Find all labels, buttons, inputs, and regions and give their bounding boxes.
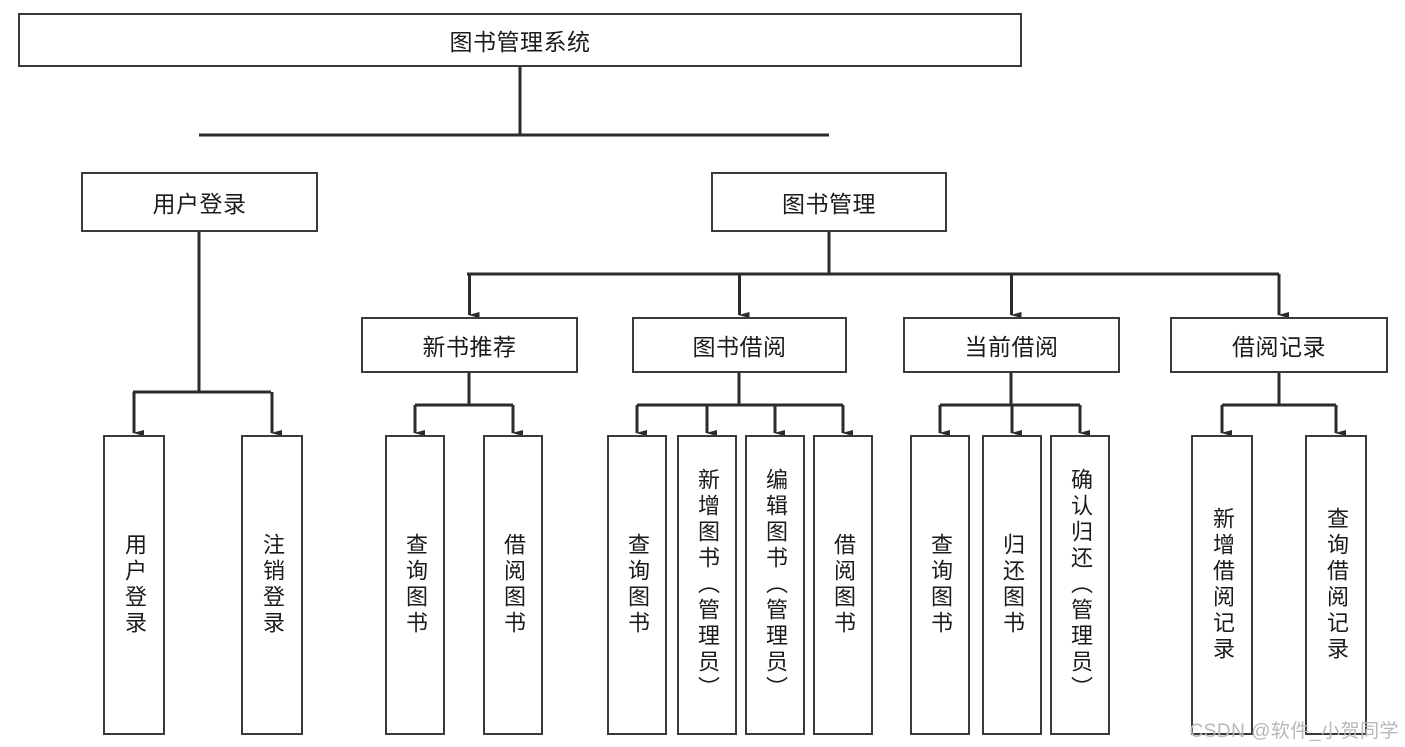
node-leaf-query-book-current[interactable]: 查询图书 — [910, 435, 970, 735]
watermark-label: CSDN @软件_小贺同学 — [1189, 721, 1399, 742]
node-label: 确认归还（管理员） — [1068, 468, 1093, 702]
node-new-book-recommend[interactable]: 新书推荐 — [361, 317, 578, 373]
node-label: 注销登录 — [260, 533, 285, 637]
node-leaf-add-book[interactable]: 新增图书（管理员） — [677, 435, 737, 735]
node-user-login[interactable]: 用户登录 — [81, 172, 318, 232]
node-leaf-query-book-rec[interactable]: 查询图书 — [385, 435, 445, 735]
node-label: 图书借阅 — [692, 334, 787, 360]
node-label: 图书管理 — [782, 191, 876, 217]
node-leaf-borrow-book[interactable]: 借阅图书 — [813, 435, 873, 735]
node-leaf-query-record[interactable]: 查询借阅记录 — [1305, 435, 1367, 735]
node-label: 编辑图书（管理员） — [763, 468, 788, 702]
node-label: 借阅图书 — [501, 533, 526, 637]
node-leaf-add-record[interactable]: 新增借阅记录 — [1191, 435, 1253, 735]
node-label: 查询图书 — [403, 533, 428, 637]
node-label: 新增借阅记录 — [1210, 507, 1235, 663]
node-leaf-edit-book[interactable]: 编辑图书（管理员） — [745, 435, 805, 735]
node-book-borrow[interactable]: 图书借阅 — [632, 317, 847, 373]
node-label: 借阅记录 — [1232, 334, 1326, 360]
node-leaf-confirm-return[interactable]: 确认归还（管理员） — [1050, 435, 1110, 735]
node-label: 查询图书 — [928, 533, 953, 637]
node-root[interactable]: 图书管理系统 — [18, 13, 1022, 67]
node-label: 查询借阅记录 — [1324, 507, 1349, 663]
node-label: 借阅图书 — [831, 533, 856, 637]
node-label: 用户登录 — [122, 533, 147, 637]
node-label: 新书推荐 — [422, 334, 517, 360]
node-label: 当前借阅 — [964, 334, 1059, 360]
node-label: 新增图书（管理员） — [695, 468, 720, 702]
node-label: 用户登录 — [152, 191, 247, 217]
node-leaf-borrow-book-rec[interactable]: 借阅图书 — [483, 435, 543, 735]
node-label: 查询图书 — [625, 533, 650, 637]
node-book-manage[interactable]: 图书管理 — [711, 172, 947, 232]
node-leaf-logout[interactable]: 注销登录 — [241, 435, 303, 735]
node-leaf-query-book-borrow[interactable]: 查询图书 — [607, 435, 667, 735]
node-current-borrow[interactable]: 当前借阅 — [903, 317, 1120, 373]
node-label: 归还图书 — [1000, 533, 1025, 637]
connector-group — [132, 67, 1346, 436]
node-borrow-record[interactable]: 借阅记录 — [1170, 317, 1388, 373]
node-leaf-return-book[interactable]: 归还图书 — [982, 435, 1042, 735]
node-label: 图书管理系统 — [449, 29, 591, 55]
node-leaf-user-login[interactable]: 用户登录 — [103, 435, 165, 735]
